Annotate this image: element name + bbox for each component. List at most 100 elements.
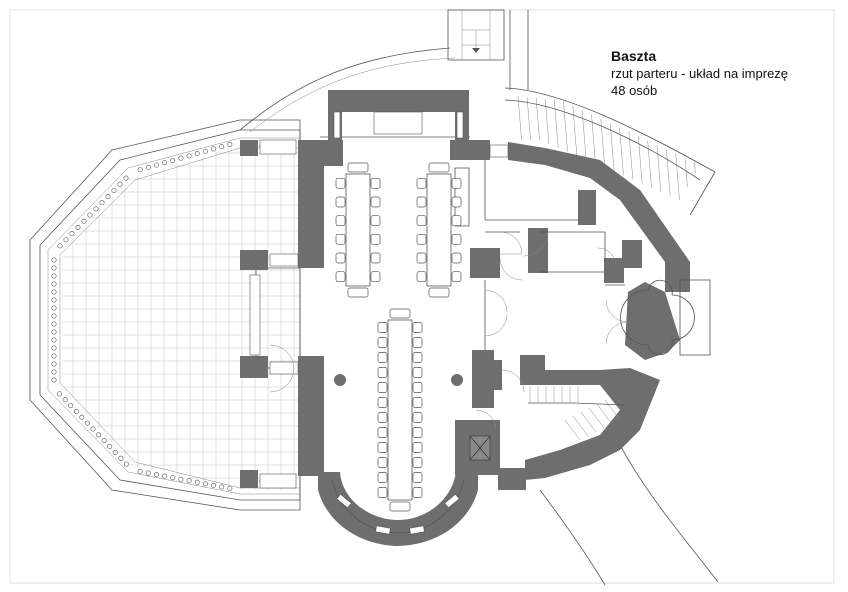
baluster bbox=[51, 281, 57, 287]
baluster bbox=[51, 273, 57, 279]
apse-inner-line bbox=[331, 479, 465, 534]
chair bbox=[377, 472, 388, 483]
chair bbox=[377, 412, 388, 423]
chair bbox=[370, 252, 381, 264]
stair-tread bbox=[613, 95, 629, 200]
furniture bbox=[335, 162, 462, 512]
walls bbox=[240, 90, 690, 546]
baluster bbox=[194, 479, 200, 485]
baluster bbox=[178, 476, 184, 482]
baluster bbox=[105, 194, 111, 200]
chair bbox=[335, 177, 346, 189]
terrace-tile-grid bbox=[62, 145, 300, 490]
baluster bbox=[51, 321, 57, 327]
stair-tread bbox=[564, 419, 581, 441]
chair bbox=[389, 501, 411, 512]
stair-tread bbox=[596, 403, 613, 425]
legend: Baszta rzut parteru - układ na imprezę 4… bbox=[611, 48, 788, 99]
chair bbox=[335, 233, 346, 245]
baluster bbox=[186, 153, 192, 159]
chair bbox=[377, 442, 388, 453]
doors bbox=[269, 231, 629, 431]
stair-tread bbox=[595, 95, 611, 200]
windows bbox=[249, 111, 509, 489]
chair bbox=[412, 397, 423, 408]
baluster bbox=[51, 337, 57, 343]
chair bbox=[377, 337, 388, 348]
chair bbox=[370, 233, 381, 245]
lift-shaft bbox=[466, 432, 494, 464]
baluster bbox=[51, 377, 57, 383]
chair bbox=[335, 271, 346, 283]
baluster bbox=[170, 475, 176, 481]
chair bbox=[377, 487, 388, 498]
baluster bbox=[162, 473, 168, 479]
chair bbox=[377, 427, 388, 438]
chair bbox=[451, 215, 462, 227]
baluster bbox=[51, 257, 57, 263]
baluster bbox=[194, 151, 200, 157]
chair bbox=[335, 215, 346, 227]
baluster bbox=[202, 148, 208, 154]
chair bbox=[347, 287, 369, 298]
baluster bbox=[63, 237, 69, 243]
chair bbox=[428, 162, 450, 173]
chair bbox=[370, 196, 381, 208]
slope-line-2 bbox=[619, 444, 719, 583]
stair-tread bbox=[631, 95, 647, 200]
stair-tread bbox=[586, 95, 602, 200]
baluster bbox=[107, 444, 113, 450]
chair bbox=[370, 271, 381, 283]
baluster bbox=[153, 472, 159, 478]
chair bbox=[451, 233, 462, 245]
chair bbox=[412, 472, 423, 483]
slope-line-1 bbox=[539, 489, 606, 586]
legend-title: Baszta bbox=[611, 48, 657, 64]
legend-capacity: 48 osób bbox=[611, 83, 658, 98]
interior-stairs bbox=[528, 386, 626, 441]
baluster bbox=[186, 478, 192, 484]
baluster bbox=[219, 484, 225, 490]
baluster bbox=[101, 438, 107, 444]
chair bbox=[335, 252, 346, 264]
table-top bbox=[387, 319, 413, 501]
baluster bbox=[57, 243, 63, 249]
entrance-stairs bbox=[447, 9, 529, 90]
chair bbox=[412, 382, 423, 393]
baluster bbox=[118, 455, 124, 461]
central-long-table bbox=[377, 308, 423, 512]
chair bbox=[416, 271, 427, 283]
apse-windows bbox=[336, 493, 460, 535]
table-top bbox=[345, 173, 371, 287]
baluster bbox=[170, 157, 176, 163]
chair bbox=[451, 177, 462, 189]
chair bbox=[412, 337, 423, 348]
baluster bbox=[51, 265, 57, 271]
baluster bbox=[211, 482, 217, 488]
baluster bbox=[75, 224, 81, 230]
baluster bbox=[51, 289, 57, 295]
chair bbox=[451, 252, 462, 264]
stair-rail bbox=[574, 402, 626, 406]
stair-tread bbox=[541, 95, 557, 200]
chair bbox=[377, 322, 388, 333]
stair-tread bbox=[580, 411, 597, 433]
baluster bbox=[93, 206, 99, 212]
chair bbox=[416, 252, 427, 264]
baluster bbox=[111, 187, 117, 193]
baluster bbox=[145, 470, 151, 476]
legend-subtitle: rzut parteru - układ na imprezę bbox=[611, 66, 789, 81]
chair bbox=[412, 322, 423, 333]
baluster bbox=[219, 144, 225, 150]
stair-tread bbox=[550, 95, 566, 200]
baluster bbox=[69, 231, 75, 237]
stair-edge-end bbox=[689, 171, 716, 216]
baluster bbox=[87, 212, 93, 218]
chair bbox=[377, 367, 388, 378]
chair bbox=[370, 215, 381, 227]
chair bbox=[451, 196, 462, 208]
baluster bbox=[227, 141, 233, 147]
baluster bbox=[90, 426, 96, 432]
baluster bbox=[51, 345, 57, 351]
